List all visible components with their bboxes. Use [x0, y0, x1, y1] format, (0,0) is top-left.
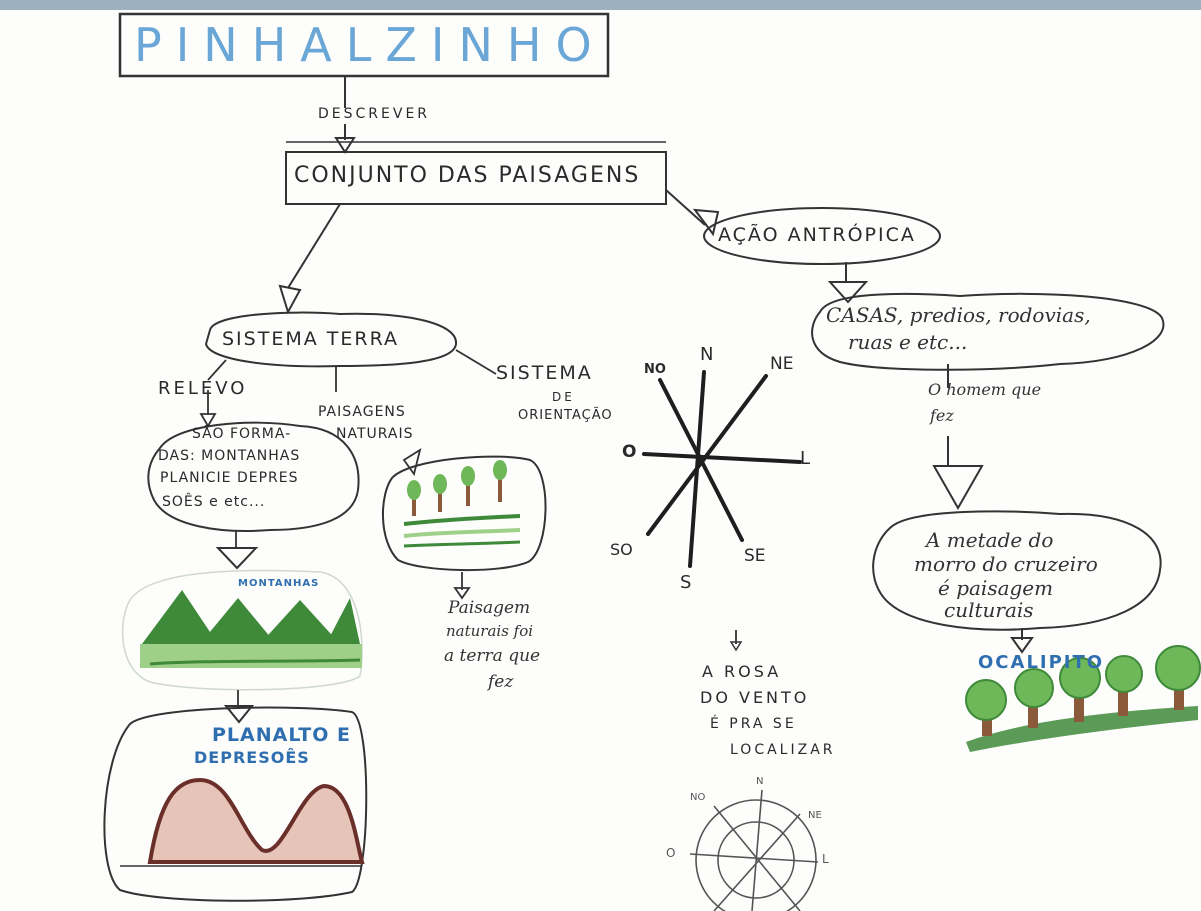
node-casas-line-2: ruas e etc... — [848, 330, 968, 354]
label-sistema-orientacao-line-1: SISTEMA — [496, 362, 593, 384]
small-compass-label-o: O — [666, 846, 676, 860]
note-paisagem-line-2: naturais foi — [446, 622, 534, 640]
label-relevo: RELEVO — [158, 378, 248, 399]
eucalyptus-drawing — [965, 645, 1201, 752]
compass-rose-small — [689, 789, 819, 911]
compass-label-l: L — [800, 448, 811, 469]
node-formadas-line-4: SOÊS e etc... — [162, 494, 266, 510]
metade-cloud — [872, 510, 1162, 631]
label-sistema-orientacao-line-3: ORIENTAÇÃO — [518, 408, 613, 423]
connector-acao — [665, 189, 706, 226]
compass-label-so: SO — [610, 540, 633, 559]
label-montanhas: MONTANHAS — [238, 578, 320, 589]
branch-orientacao — [455, 349, 497, 375]
node-metade-line-1: A metade do — [926, 528, 1054, 552]
small-compass-label-no: NO — [690, 792, 706, 803]
node-formadas-line-3: PLANICIE DEPRES — [160, 470, 299, 486]
compass-rose-large — [642, 370, 802, 568]
sistema-terra-ellipse — [204, 311, 458, 368]
title-box — [118, 12, 610, 78]
arrow-to-ocalipito — [1010, 637, 1034, 654]
node-metade-line-2: morro do cruzeiro — [914, 552, 1098, 576]
label-planalto-line-1: PLANALTO E — [212, 724, 352, 746]
small-compass-label-l: L — [822, 852, 829, 866]
label-sistema-orientacao-line-2: DE — [552, 390, 575, 404]
arrow-to-planalto — [223, 705, 255, 724]
label-paisagens-naturais-line-2: NATURAIS — [336, 426, 414, 442]
label-paisagens-naturais-line-1: PAISAGENS — [318, 404, 406, 420]
node-conjunto-das-paisagens: CONJUNTO DAS PAISAGENS — [294, 163, 641, 188]
arrow-to-casas — [827, 281, 869, 304]
note-paisagem-line-4: fez — [488, 672, 514, 692]
arrow-to-paisagem-drawing — [402, 448, 422, 477]
note-rosa-line-3: É PRA SE — [710, 716, 797, 732]
arrow-to-metade — [932, 465, 984, 511]
node-formadas-line-1: SÃO FORMA- — [192, 426, 292, 442]
note-rosa-line-4: LOCALIZAR — [730, 742, 836, 758]
node-metade-line-3: é paisagem — [938, 576, 1054, 600]
branch-relevo — [207, 359, 227, 381]
node-metade-line-4: culturais — [944, 598, 1034, 622]
compass-label-s: S — [680, 572, 692, 593]
compass-label-no: NO — [644, 362, 666, 377]
label-ocalipito: OCALIPITO — [978, 652, 1105, 673]
arrow-to-montanhas — [215, 547, 259, 570]
paisagem-natural-drawing — [382, 455, 547, 571]
arrow-to-conjunto — [334, 137, 356, 154]
map-title: PINHALZINHO — [134, 18, 606, 72]
note-homem-line-2: fez — [930, 406, 954, 425]
conjunto-box — [285, 151, 667, 205]
compass-label-o: O — [622, 442, 637, 462]
note-rosa-line-2: DO VENTO — [700, 688, 810, 707]
compass-label-se: SE — [744, 546, 766, 566]
small-compass-label-ne: NE — [808, 810, 822, 821]
compass-label-n: N — [700, 344, 714, 365]
note-homem-line-1: O homem que — [928, 380, 1042, 399]
arrow-to-rosa-note — [729, 641, 743, 652]
node-formadas-line-2: DAS: MONTANHAS — [158, 448, 301, 464]
note-rosa-line-1: A ROSA — [702, 662, 782, 681]
node-sistema-terra: SISTEMA TERRA — [222, 328, 400, 350]
link-label-descrever: DESCREVER — [318, 106, 431, 122]
connector-sistema-terra — [287, 203, 341, 289]
planalto-frame — [103, 706, 368, 902]
small-compass-label-n: N — [756, 776, 764, 787]
note-paisagem-line-1: Paisagem — [448, 598, 531, 618]
note-paisagem-line-3: a terra que — [444, 646, 541, 666]
compass-label-ne: NE — [770, 354, 794, 374]
montanhas-drawing — [121, 569, 363, 691]
node-casas-line-1: CASAS, predios, rodovias, — [826, 303, 1091, 327]
arrow-to-sistema-terra — [278, 284, 302, 315]
node-acao-antropica: AÇÃO ANTRÓPICA — [718, 224, 916, 246]
label-planalto-line-2: DEPRESOÊS — [194, 748, 310, 767]
paper-top-edge — [0, 0, 1201, 10]
arrow-to-paisagem-note — [453, 587, 471, 600]
arrow-to-formadas — [199, 413, 217, 428]
planalto-mounds — [147, 777, 365, 864]
acao-ellipse — [703, 207, 941, 265]
casas-cloud — [811, 292, 1165, 371]
formadas-cloud — [147, 421, 360, 532]
